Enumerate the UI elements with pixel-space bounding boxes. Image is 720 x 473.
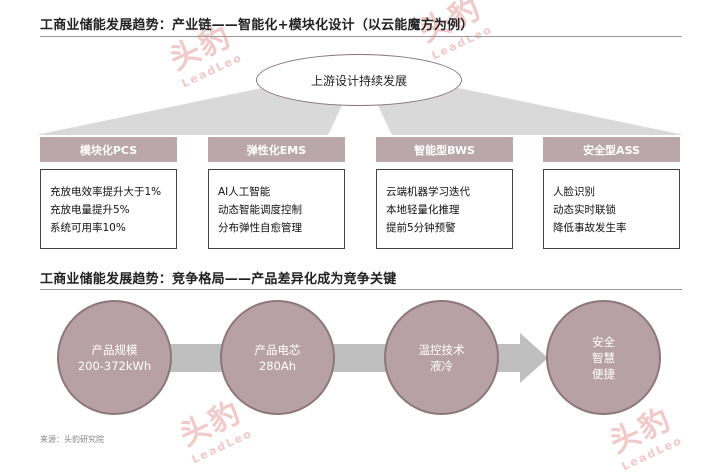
pillar-line: 充放电效率提升大于1%	[50, 186, 162, 198]
center-goal-text: 上游设计持续发展	[310, 73, 407, 88]
arrow-head	[520, 333, 548, 383]
circle-line: 安全	[592, 334, 615, 349]
circle-line: 280Ah	[258, 358, 297, 373]
pillar-box-ems: AI人工智能 动态智能调度控制 分布弹性自愈管理	[208, 169, 345, 249]
pillar-line: 提前5分钟预警	[386, 222, 456, 234]
pillar-line: 动态实时联锁	[553, 204, 616, 216]
pillar-line: 分布弹性自愈管理	[218, 222, 302, 234]
trend-circle-cell: 产品电芯 280Ah	[220, 300, 335, 415]
pillar-header-bws: 智能型BWS	[376, 137, 513, 162]
circle-line: 产品电芯	[254, 342, 301, 357]
section-title-competition: 工商业储能发展趋势：竞争格局——产品差异化成为竞争关键	[40, 272, 397, 287]
pillar-line: 本地轻量化推理	[386, 204, 460, 216]
section-title-industry-chain: 工商业储能发展趋势：产业链——智能化+模块化设计（以云能魔方为例）	[40, 18, 474, 33]
pillar-line: 人脸识别	[553, 186, 595, 198]
circle-line: 便捷	[592, 366, 615, 381]
title-divider	[40, 289, 682, 290]
pillar-line: 降低事故发生率	[553, 222, 627, 234]
circle-line: 温控技术	[418, 342, 465, 357]
pillar-box-bws: 云端机器学习迭代 本地轻量化推理 提前5分钟预警	[376, 169, 513, 249]
circle-line: 智慧	[592, 350, 615, 365]
pillar-header-ems: 弹性化EMS	[208, 137, 345, 162]
trend-circle-safety: 安全 智慧 便捷	[546, 300, 661, 415]
road-center-lane	[328, 80, 392, 135]
pillar-header-pcs: 模块化PCS	[40, 137, 177, 162]
trend-circle-scale: 产品规模 200-372kWh	[57, 300, 172, 415]
pillar-line: 云端机器学习迭代	[386, 186, 470, 198]
pillar-line: 动态智能调度控制	[218, 204, 302, 216]
pillar-header-ass: 安全型ASS	[543, 137, 680, 162]
source-note: 来源：头豹研究院	[40, 435, 104, 444]
pillar-line: 充放电量提升5%	[50, 204, 130, 216]
circle-line: 产品规模	[91, 342, 138, 357]
title-divider	[40, 36, 682, 37]
center-goal-oval: 上游设计持续发展	[256, 54, 462, 106]
pillar-box-ass: 人脸识别 动态实时联锁 降低事故发生率	[543, 169, 680, 249]
circle-line: 200-372kWh	[77, 358, 152, 373]
pillar-line: 系统可用率10%	[50, 222, 126, 234]
road-perspective-graphic	[36, 80, 684, 135]
pillar-line: AI人工智能	[218, 186, 271, 198]
trend-circle-thermal: 温控技术 液冷	[384, 300, 499, 415]
pillar-box-pcs: 充放电效率提升大于1% 充放电量提升5% 系统可用率10%	[40, 169, 177, 249]
circle-line: 液冷	[430, 358, 453, 373]
